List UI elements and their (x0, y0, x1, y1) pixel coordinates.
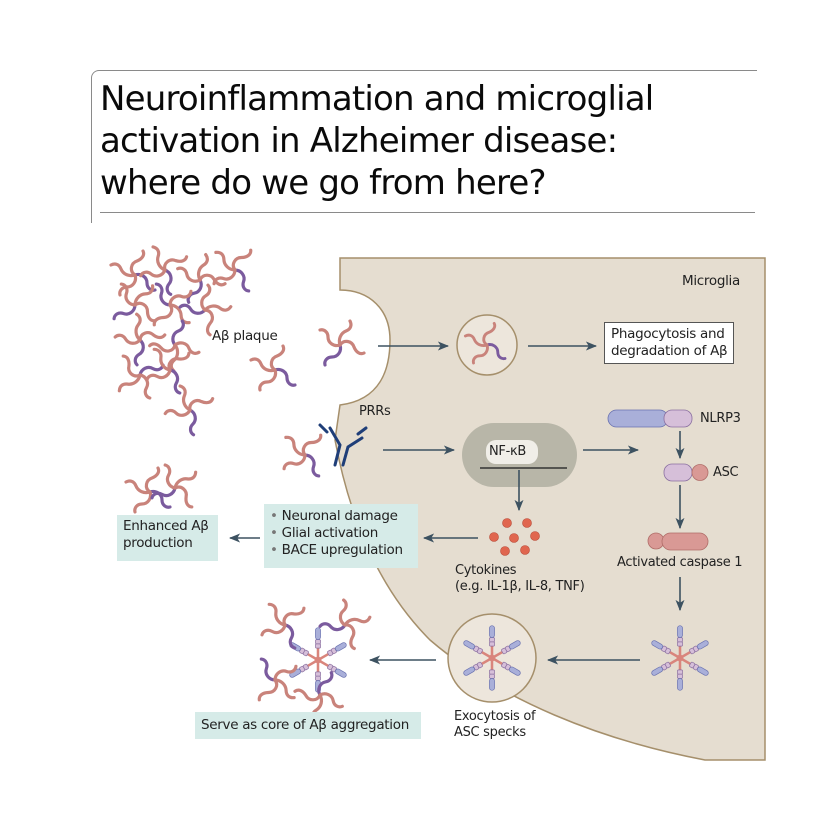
enhanced-production-box: Enhanced Aβ production (117, 515, 218, 561)
phagocytosis-box: Phagocytosis and degradation of Aβ (604, 322, 735, 364)
title-frame (91, 70, 757, 223)
abeta-oligomer (318, 319, 366, 367)
activated-caspase-label: Activated caspase 1 (617, 555, 743, 570)
nlrp3-protein (607, 409, 693, 428)
cytokine-dots (489, 518, 540, 556)
effect-item: BACE upregulation (270, 542, 412, 559)
effect-item: Glial activation (270, 525, 412, 542)
cytokines-label: Cytokines (e.g. IL-1β, IL-8, TNF) (455, 563, 585, 595)
page-title: Neuroinflammation and microglial activat… (100, 78, 750, 204)
exocytosis-label-line-1: Exocytosis of (454, 709, 536, 724)
abeta-plaque-label: Aβ plaque (212, 328, 278, 344)
nfkb-label: NF-κB (489, 444, 526, 459)
phagocytosis-line-1: Phagocytosis and (611, 326, 725, 342)
caspase-1-protein (647, 532, 709, 551)
microglia-label: Microglia (682, 273, 740, 289)
prr-receptor-icon (318, 423, 368, 467)
abeta-oligomer (157, 374, 223, 440)
asc-protein (663, 463, 709, 482)
title-divider (100, 212, 755, 213)
effect-item: Neuronal damage (270, 508, 412, 525)
core-aggregation-text: Serve as core of Aβ aggregation (201, 717, 409, 733)
nlrp3-label: NLRP3 (700, 411, 741, 426)
title-line-1: Neuroinflammation and microglial (100, 79, 654, 119)
effects-list: Neuronal damage Glial activation BACE up… (270, 508, 412, 559)
asc-speck-abeta-core (289, 628, 347, 693)
cytokines-label-line-1: Cytokines (455, 563, 517, 578)
abeta-oligomer (274, 422, 334, 483)
abeta-oligomer (249, 344, 297, 392)
title-line-3: where do we go from here? (100, 163, 547, 203)
title-line-2: activation in Alzheimer disease: (100, 121, 618, 161)
asc-label: ASC (713, 465, 739, 480)
abeta-plaque-cluster (105, 234, 264, 408)
core-aggregation-box: Serve as core of Aβ aggregation (195, 712, 421, 739)
effects-box: Neuronal damage Glial activation BACE up… (264, 504, 418, 568)
phagocytosis-line-2: degradation of Aβ (611, 343, 728, 359)
prrs-label: PRRs (359, 404, 391, 419)
exocytosis-label-line-2: ASC specks (454, 725, 526, 740)
pathway-arrows (228, 341, 685, 665)
enhanced-line-1: Enhanced Aβ (123, 518, 209, 534)
exocytosis-label: Exocytosis of ASC specks (454, 709, 536, 741)
enhanced-abeta-cluster (124, 455, 210, 519)
enhanced-line-2: production (123, 535, 193, 551)
cytokines-label-line-2: (e.g. IL-1β, IL-8, TNF) (455, 579, 585, 594)
